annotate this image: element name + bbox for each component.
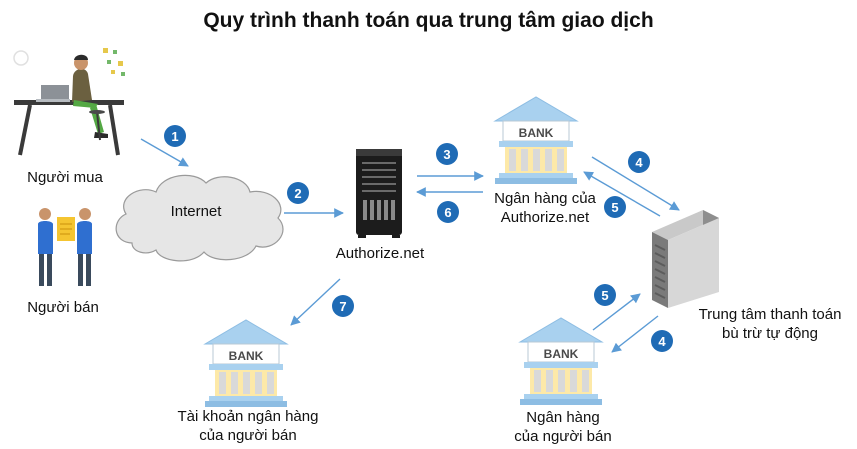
- arrow-step-5-to-clearing: [592, 293, 641, 331]
- clearing-house-label-line2: bù trừ tự động: [722, 325, 818, 342]
- step-badge-label: 5: [611, 200, 618, 215]
- gateway-label: Authorize.net: [335, 245, 425, 262]
- svg-text:BANK: BANK: [519, 126, 554, 140]
- bank-icon-authorize: BANK: [494, 96, 578, 185]
- arrow-step-4-to-merchant-bank: [611, 315, 659, 353]
- seller-label: Người bán: [27, 299, 99, 316]
- step-badge-label: 5: [601, 288, 608, 303]
- gateway-server-icon: [356, 149, 402, 238]
- buyer-illustration: [13, 48, 125, 156]
- authorize-bank-label-line1: Ngân hàng của: [494, 190, 596, 207]
- merchant-account-label: Tài khoản ngân hàng của người bán: [163, 407, 333, 445]
- svg-text:BANK: BANK: [544, 347, 579, 361]
- arrow-step-1: [140, 138, 189, 167]
- arrow-step-5-to-authorize-bank: [583, 171, 661, 217]
- svg-text:BANK: BANK: [229, 349, 264, 363]
- bank-icon-merchant: BANK: [519, 317, 603, 406]
- merchant-bank-label-line2: của người bán: [514, 428, 612, 445]
- step-badge-label: 7: [339, 299, 346, 314]
- clearing-house-server-icon: [652, 210, 719, 308]
- merchant-account-label-line2: của người bán: [199, 427, 297, 444]
- step-badge-label: 6: [444, 205, 451, 220]
- internet-label: Internet: [171, 203, 223, 220]
- merchant-bank-label-line1: Ngân hàng: [526, 409, 600, 426]
- bank-icon-merchant-account: BANK: [204, 319, 288, 408]
- arrow-step-7: [290, 278, 341, 326]
- arrow-step-4-to-clearing: [591, 156, 680, 211]
- buyer-label: Người mua: [27, 169, 103, 186]
- merchant-bank-label: Ngân hàng của người bán: [498, 408, 628, 446]
- seller-illustration: [38, 208, 92, 286]
- clearing-house-label-line1: Trung tâm thanh toán: [698, 306, 842, 323]
- clearing-house-label: Trung tâm thanh toán bù trừ tự động: [690, 305, 850, 343]
- step-badges: 1 2 3 4 5 6 7 5 4: [164, 125, 673, 352]
- internet-cloud: [115, 174, 284, 262]
- authorize-bank-label-line2: Authorize.net: [500, 209, 590, 226]
- step-badge-label: 2: [294, 186, 301, 201]
- authorize-bank-label: Ngân hàng của Authorize.net: [470, 189, 620, 227]
- step-badge-label: 4: [635, 155, 643, 170]
- page-title: Quy trình thanh toán qua trung tâm giao …: [203, 9, 654, 32]
- merchant-account-label-line1: Tài khoản ngân hàng: [177, 408, 319, 425]
- step-badge-label: 3: [443, 147, 450, 162]
- step-badge-label: 1: [171, 129, 178, 144]
- step-badge-label: 4: [658, 334, 666, 349]
